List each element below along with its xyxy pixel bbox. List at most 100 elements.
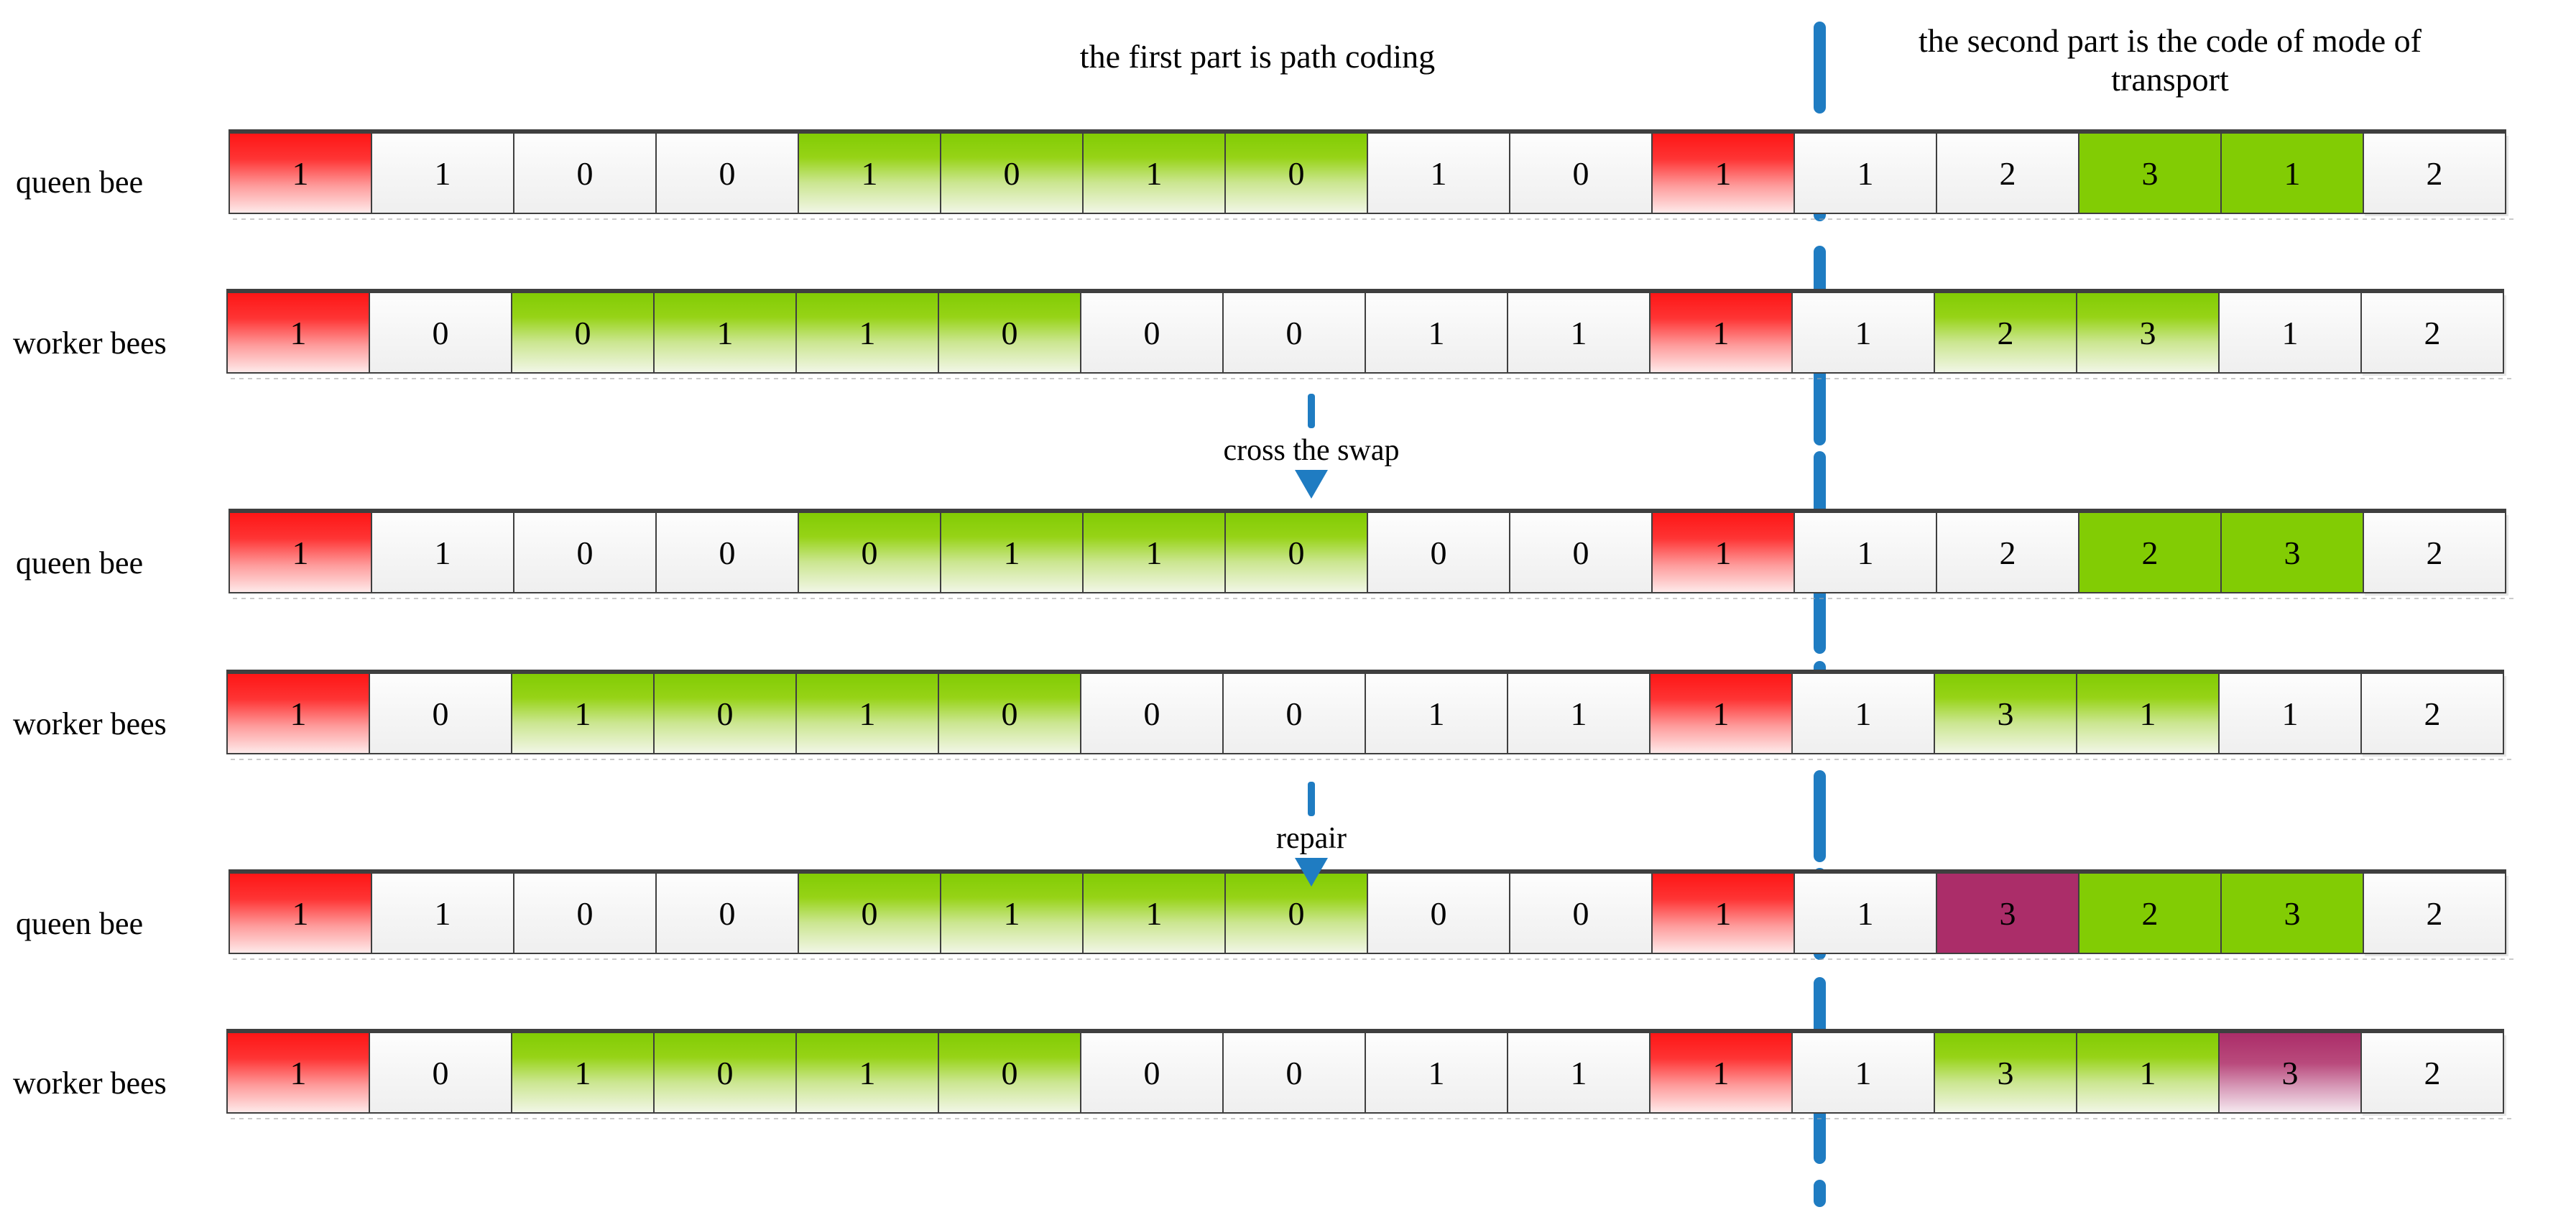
gene-cell[interactable]: 1 <box>1365 674 1508 754</box>
gene-cell[interactable]: 1 <box>2220 134 2364 214</box>
gene-cell[interactable]: 0 <box>655 513 799 593</box>
gene-cell[interactable]: 1 <box>1793 874 1937 954</box>
gene-cell[interactable]: 3 <box>1936 874 2079 954</box>
gene-cell[interactable]: 1 <box>795 674 939 754</box>
gene-cell[interactable]: 1 <box>2076 1033 2220 1114</box>
gene-cell[interactable]: 1 <box>1649 1033 1793 1114</box>
gene-cell[interactable]: 1 <box>795 293 939 374</box>
gene-cell[interactable]: 1 <box>653 293 797 374</box>
gene-cell[interactable]: 1 <box>1651 134 1795 214</box>
gene-cell[interactable]: 0 <box>1080 674 1224 754</box>
gene-cell[interactable]: 2 <box>1936 513 2079 593</box>
gene-cell[interactable]: 1 <box>2218 293 2362 374</box>
gene-cell[interactable]: 2 <box>2078 874 2222 954</box>
step-label: cross the swap <box>1223 434 1400 467</box>
gene-cell[interactable]: 2 <box>1934 293 2077 374</box>
gene-cell[interactable]: 1 <box>940 874 1084 954</box>
gene-cell[interactable]: 0 <box>1222 1033 1366 1114</box>
arrow-head-down-icon <box>1295 858 1328 887</box>
gene-cell[interactable]: 1 <box>511 674 655 754</box>
gene-cell[interactable]: 0 <box>369 293 512 374</box>
gene-cell[interactable]: 0 <box>1222 674 1366 754</box>
gene-cell[interactable]: 2 <box>2360 1033 2504 1114</box>
gene-cell[interactable]: 1 <box>1791 293 1935 374</box>
gene-cell[interactable]: 0 <box>938 1033 1081 1114</box>
gene-cell[interactable]: 1 <box>371 874 514 954</box>
gene-cell[interactable]: 1 <box>940 513 1084 593</box>
gene-cell[interactable]: 3 <box>2220 874 2364 954</box>
gene-cell[interactable]: 0 <box>655 134 799 214</box>
gene-cell[interactable]: 1 <box>511 1033 655 1114</box>
gene-cell[interactable]: 0 <box>1080 1033 1224 1114</box>
gene-cell[interactable]: 1 <box>1082 874 1226 954</box>
gene-cell[interactable]: 1 <box>226 1033 370 1114</box>
gene-cell[interactable]: 2 <box>2363 513 2506 593</box>
gene-cell[interactable]: 3 <box>1934 674 2077 754</box>
gene-cell[interactable]: 1 <box>226 293 370 374</box>
gene-cell[interactable]: 1 <box>1365 293 1508 374</box>
gene-cell[interactable]: 0 <box>1509 874 1653 954</box>
gene-cell[interactable]: 0 <box>655 874 799 954</box>
gene-cell[interactable]: 3 <box>2218 1033 2362 1114</box>
gene-cell[interactable]: 1 <box>371 513 514 593</box>
gene-cell[interactable]: 2 <box>1936 134 2079 214</box>
gene-cell[interactable]: 0 <box>1509 134 1653 214</box>
gene-cell[interactable]: 1 <box>1649 674 1793 754</box>
gene-cell[interactable]: 1 <box>228 134 372 214</box>
gene-cell[interactable]: 2 <box>2363 134 2506 214</box>
gene-cell[interactable]: 0 <box>653 674 797 754</box>
gene-cell[interactable]: 1 <box>798 134 941 214</box>
gene-cell[interactable]: 1 <box>1791 674 1935 754</box>
gene-cell[interactable]: 1 <box>2218 674 2362 754</box>
gene-cell[interactable]: 2 <box>2360 293 2504 374</box>
gene-cell[interactable]: 0 <box>1509 513 1653 593</box>
gene-cell[interactable]: 0 <box>513 874 657 954</box>
gene-cell[interactable]: 1 <box>1367 134 1510 214</box>
gene-cell[interactable]: 1 <box>1649 293 1793 374</box>
gene-cell[interactable]: 1 <box>1365 1033 1508 1114</box>
gene-cell[interactable]: 0 <box>1224 134 1368 214</box>
step-label: repair <box>1276 822 1347 855</box>
gene-cell[interactable]: 0 <box>511 293 655 374</box>
gene-cell[interactable]: 0 <box>798 874 941 954</box>
gene-cell[interactable]: 1 <box>2076 674 2220 754</box>
gene-cell[interactable]: 3 <box>2076 293 2220 374</box>
gene-cell[interactable]: 1 <box>1651 513 1795 593</box>
gene-cell[interactable]: 0 <box>513 134 657 214</box>
gene-cell[interactable]: 0 <box>1222 293 1366 374</box>
row-label-5: queen bee <box>16 906 144 941</box>
gene-cell[interactable]: 1 <box>1507 1033 1651 1114</box>
gene-cell[interactable]: 1 <box>1507 674 1651 754</box>
gene-cell[interactable]: 2 <box>2078 513 2222 593</box>
gene-cell[interactable]: 0 <box>1367 874 1510 954</box>
gene-cell[interactable]: 0 <box>1224 513 1368 593</box>
gene-cell[interactable]: 0 <box>938 674 1081 754</box>
gene-cell[interactable]: 0 <box>1224 874 1368 954</box>
gene-cell[interactable]: 0 <box>1367 513 1510 593</box>
gene-cell[interactable]: 1 <box>1082 134 1226 214</box>
gene-cell[interactable]: 1 <box>228 874 372 954</box>
gene-cell[interactable]: 3 <box>1934 1033 2077 1114</box>
gene-cell[interactable]: 2 <box>2363 874 2506 954</box>
gene-cell[interactable]: 1 <box>226 674 370 754</box>
gene-cell[interactable]: 0 <box>369 674 512 754</box>
gene-cell[interactable]: 1 <box>371 134 514 214</box>
gene-cell[interactable]: 2 <box>2360 674 2504 754</box>
gene-cell[interactable]: 1 <box>1082 513 1226 593</box>
gene-cell[interactable]: 0 <box>513 513 657 593</box>
gene-cell[interactable]: 0 <box>938 293 1081 374</box>
gene-cell[interactable]: 0 <box>369 1033 512 1114</box>
gene-cell[interactable]: 0 <box>798 513 941 593</box>
gene-cell[interactable]: 1 <box>1791 1033 1935 1114</box>
gene-cell[interactable]: 0 <box>940 134 1084 214</box>
gene-cell[interactable]: 1 <box>1793 134 1937 214</box>
gene-cell[interactable]: 3 <box>2078 134 2222 214</box>
gene-cell[interactable]: 3 <box>2220 513 2364 593</box>
gene-cell[interactable]: 1 <box>228 513 372 593</box>
gene-cell[interactable]: 0 <box>1080 293 1224 374</box>
gene-cell[interactable]: 1 <box>1507 293 1651 374</box>
gene-cell[interactable]: 1 <box>795 1033 939 1114</box>
gene-cell[interactable]: 0 <box>653 1033 797 1114</box>
gene-cell[interactable]: 1 <box>1651 874 1795 954</box>
gene-cell[interactable]: 1 <box>1793 513 1937 593</box>
